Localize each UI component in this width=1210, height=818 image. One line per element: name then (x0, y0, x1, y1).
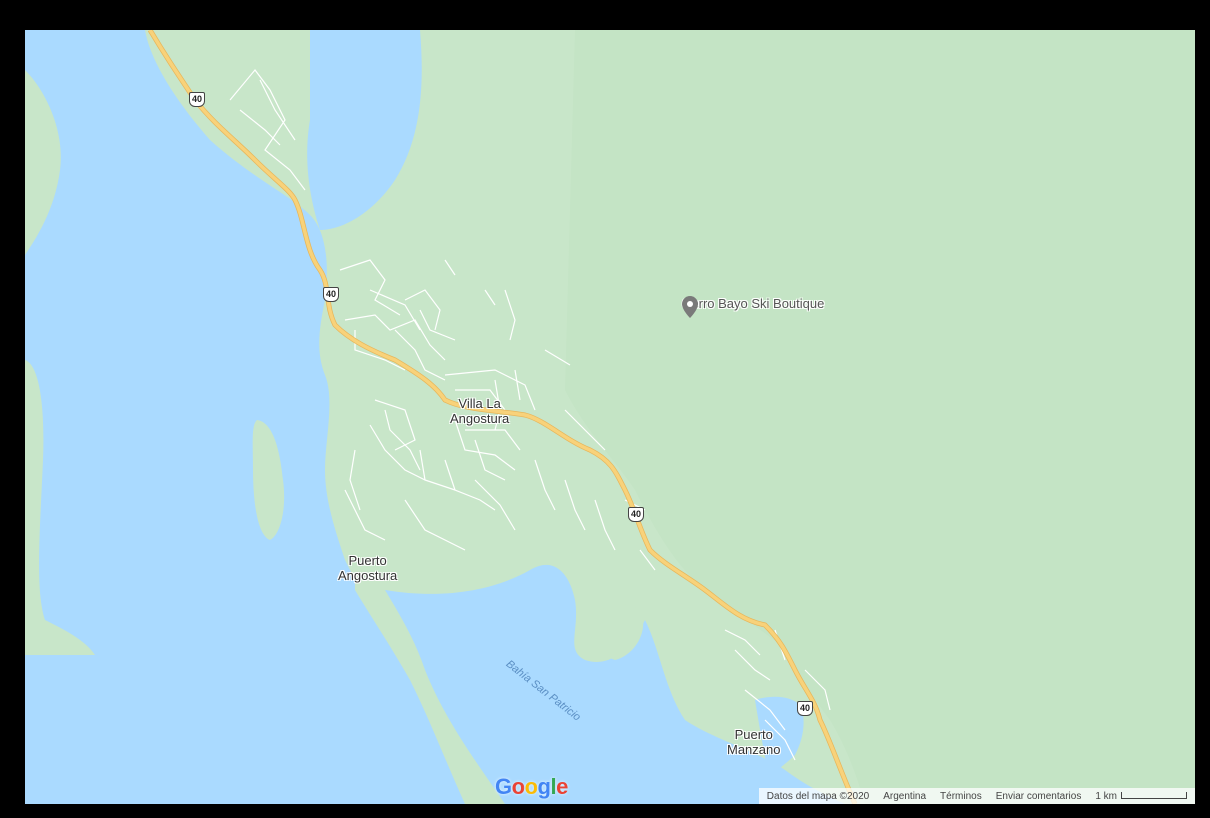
route-shield-40: 40 (797, 701, 813, 716)
route-shield-40: 40 (628, 507, 644, 522)
land-island-west (25, 360, 95, 655)
place-label-puerto-manzano[interactable]: Puerto Manzano (727, 727, 781, 757)
land-peninsula-south (355, 570, 505, 804)
lake-nahuel-huapi (25, 30, 465, 804)
feedback-link[interactable]: Enviar comentarios (995, 790, 1082, 802)
google-logo[interactable]: Google (495, 774, 568, 799)
lake-inlet-north (307, 30, 422, 230)
map-canvas[interactable]: 40 40 40 40 Villa La Angostura Puerto An… (25, 30, 1195, 804)
bahia-san-patricio (385, 564, 845, 804)
attribution-bar: Datos del mapa ©2020 Argentina Términos … (758, 788, 1195, 804)
scale-label: 1 km (1095, 790, 1117, 802)
highway-ruta-40-fill (148, 30, 857, 804)
map-graphics (25, 30, 1195, 804)
map-data-attribution: Datos del mapa ©2020 (766, 790, 870, 802)
scale-bar (1121, 792, 1187, 800)
map-pin-icon (682, 296, 698, 318)
poi-cerro-bayo[interactable]: Cerro Bayo Ski Boutique (682, 296, 825, 318)
bahia-puerto-manzano (755, 696, 804, 780)
island-small (252, 420, 285, 540)
streets (229, 69, 831, 761)
place-label-puerto-angostura[interactable]: Puerto Angostura (338, 553, 398, 583)
park-area (565, 30, 1195, 804)
land-lobe-east (585, 604, 644, 660)
scale-control[interactable]: 1 km (1095, 791, 1187, 802)
country-link[interactable]: Argentina (883, 790, 927, 802)
terms-link[interactable]: Términos (940, 790, 982, 802)
route-shield-40: 40 (189, 92, 205, 107)
map-frame: 40 40 40 40 Villa La Angostura Puerto An… (10, 14, 1202, 808)
land-peninsula-nw (25, 70, 61, 255)
place-label-villa-la-angostura[interactable]: Villa La Angostura (450, 396, 510, 426)
poi-label: Cerro Bayo Ski Boutique (682, 296, 825, 311)
route-shield-40: 40 (323, 287, 339, 302)
